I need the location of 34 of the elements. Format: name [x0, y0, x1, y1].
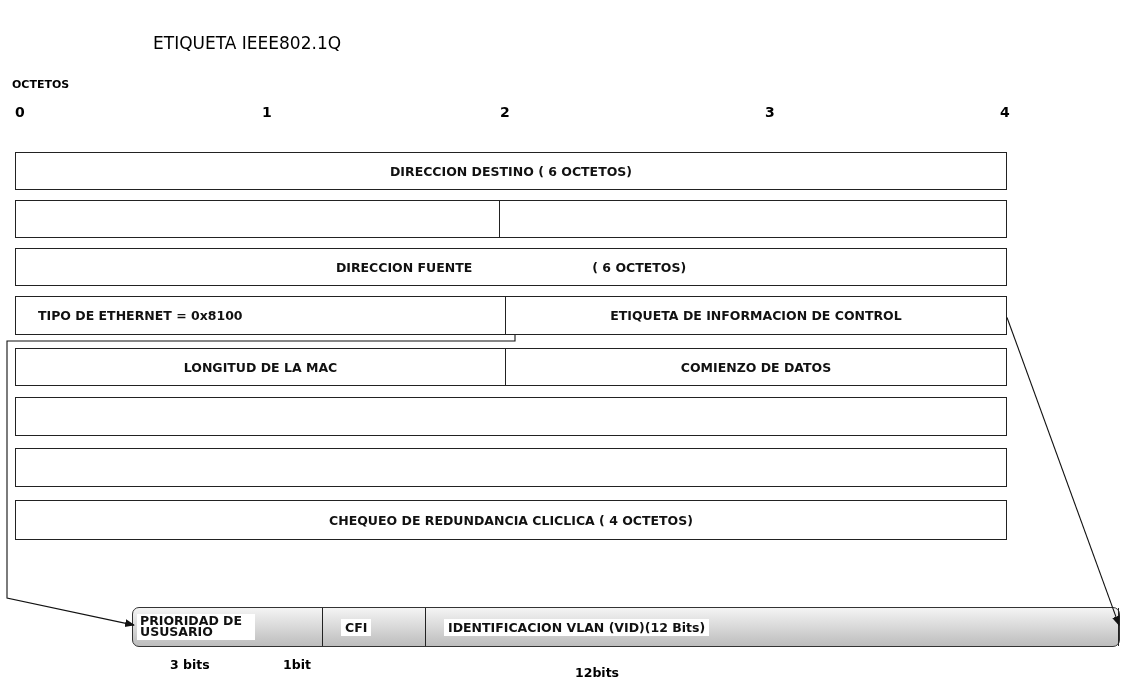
bit-width-label: 1bit [283, 657, 311, 672]
field-label: COMIENZO DE DATOS [680, 359, 832, 375]
empty-field-box [15, 448, 1007, 487]
arrow [1006, 316, 1120, 627]
field-box [15, 500, 1007, 540]
diagram-title: ETIQUETA IEEE802.1Q [153, 33, 342, 53]
field-box [15, 296, 506, 335]
field-label: LONGITUD DE LA MAC [183, 359, 338, 375]
octet-number: 4 [1000, 104, 1010, 120]
empty-field-box [499, 200, 1007, 238]
field-label: ETIQUETA DE INFORMACION DE CONTROL [610, 308, 902, 323]
field-label: ( 6 OCTETOS) [592, 259, 687, 275]
field-label: DIRECCION FUENTE [335, 259, 473, 275]
bit-width-label: 12bits [575, 665, 620, 680]
bit-width-label: 3 bits [170, 657, 210, 672]
empty-field-box [15, 397, 1007, 436]
field-box [15, 248, 1007, 286]
field-label: CHEQUEO DE REDUNDANCIA CLICLICA ( 4 OCTETOS) [329, 512, 693, 528]
field-label: CFI [341, 618, 372, 636]
octet-number: 1 [262, 104, 272, 120]
field-label: TIPO DE ETHERNET = 0x8100 [38, 308, 243, 323]
field-label: IDENTIFICACION VLAN (VID)(12 Bits) [444, 618, 710, 636]
field-box [505, 296, 1007, 335]
field-box [15, 152, 1007, 190]
arrow [6, 334, 516, 628]
field-label: PRIORIDAD DE USUSARIO [137, 614, 255, 640]
field-label: DIRECCION DESTINO ( 6 OCTETOS) [390, 163, 632, 179]
empty-field-box [15, 200, 500, 238]
octet-number: 2 [500, 104, 510, 120]
field-box [505, 348, 1007, 386]
field-box [15, 348, 506, 386]
octet-number: 0 [15, 104, 25, 120]
axis-title: OCTETOS [12, 78, 70, 91]
octet-number: 3 [765, 104, 775, 120]
